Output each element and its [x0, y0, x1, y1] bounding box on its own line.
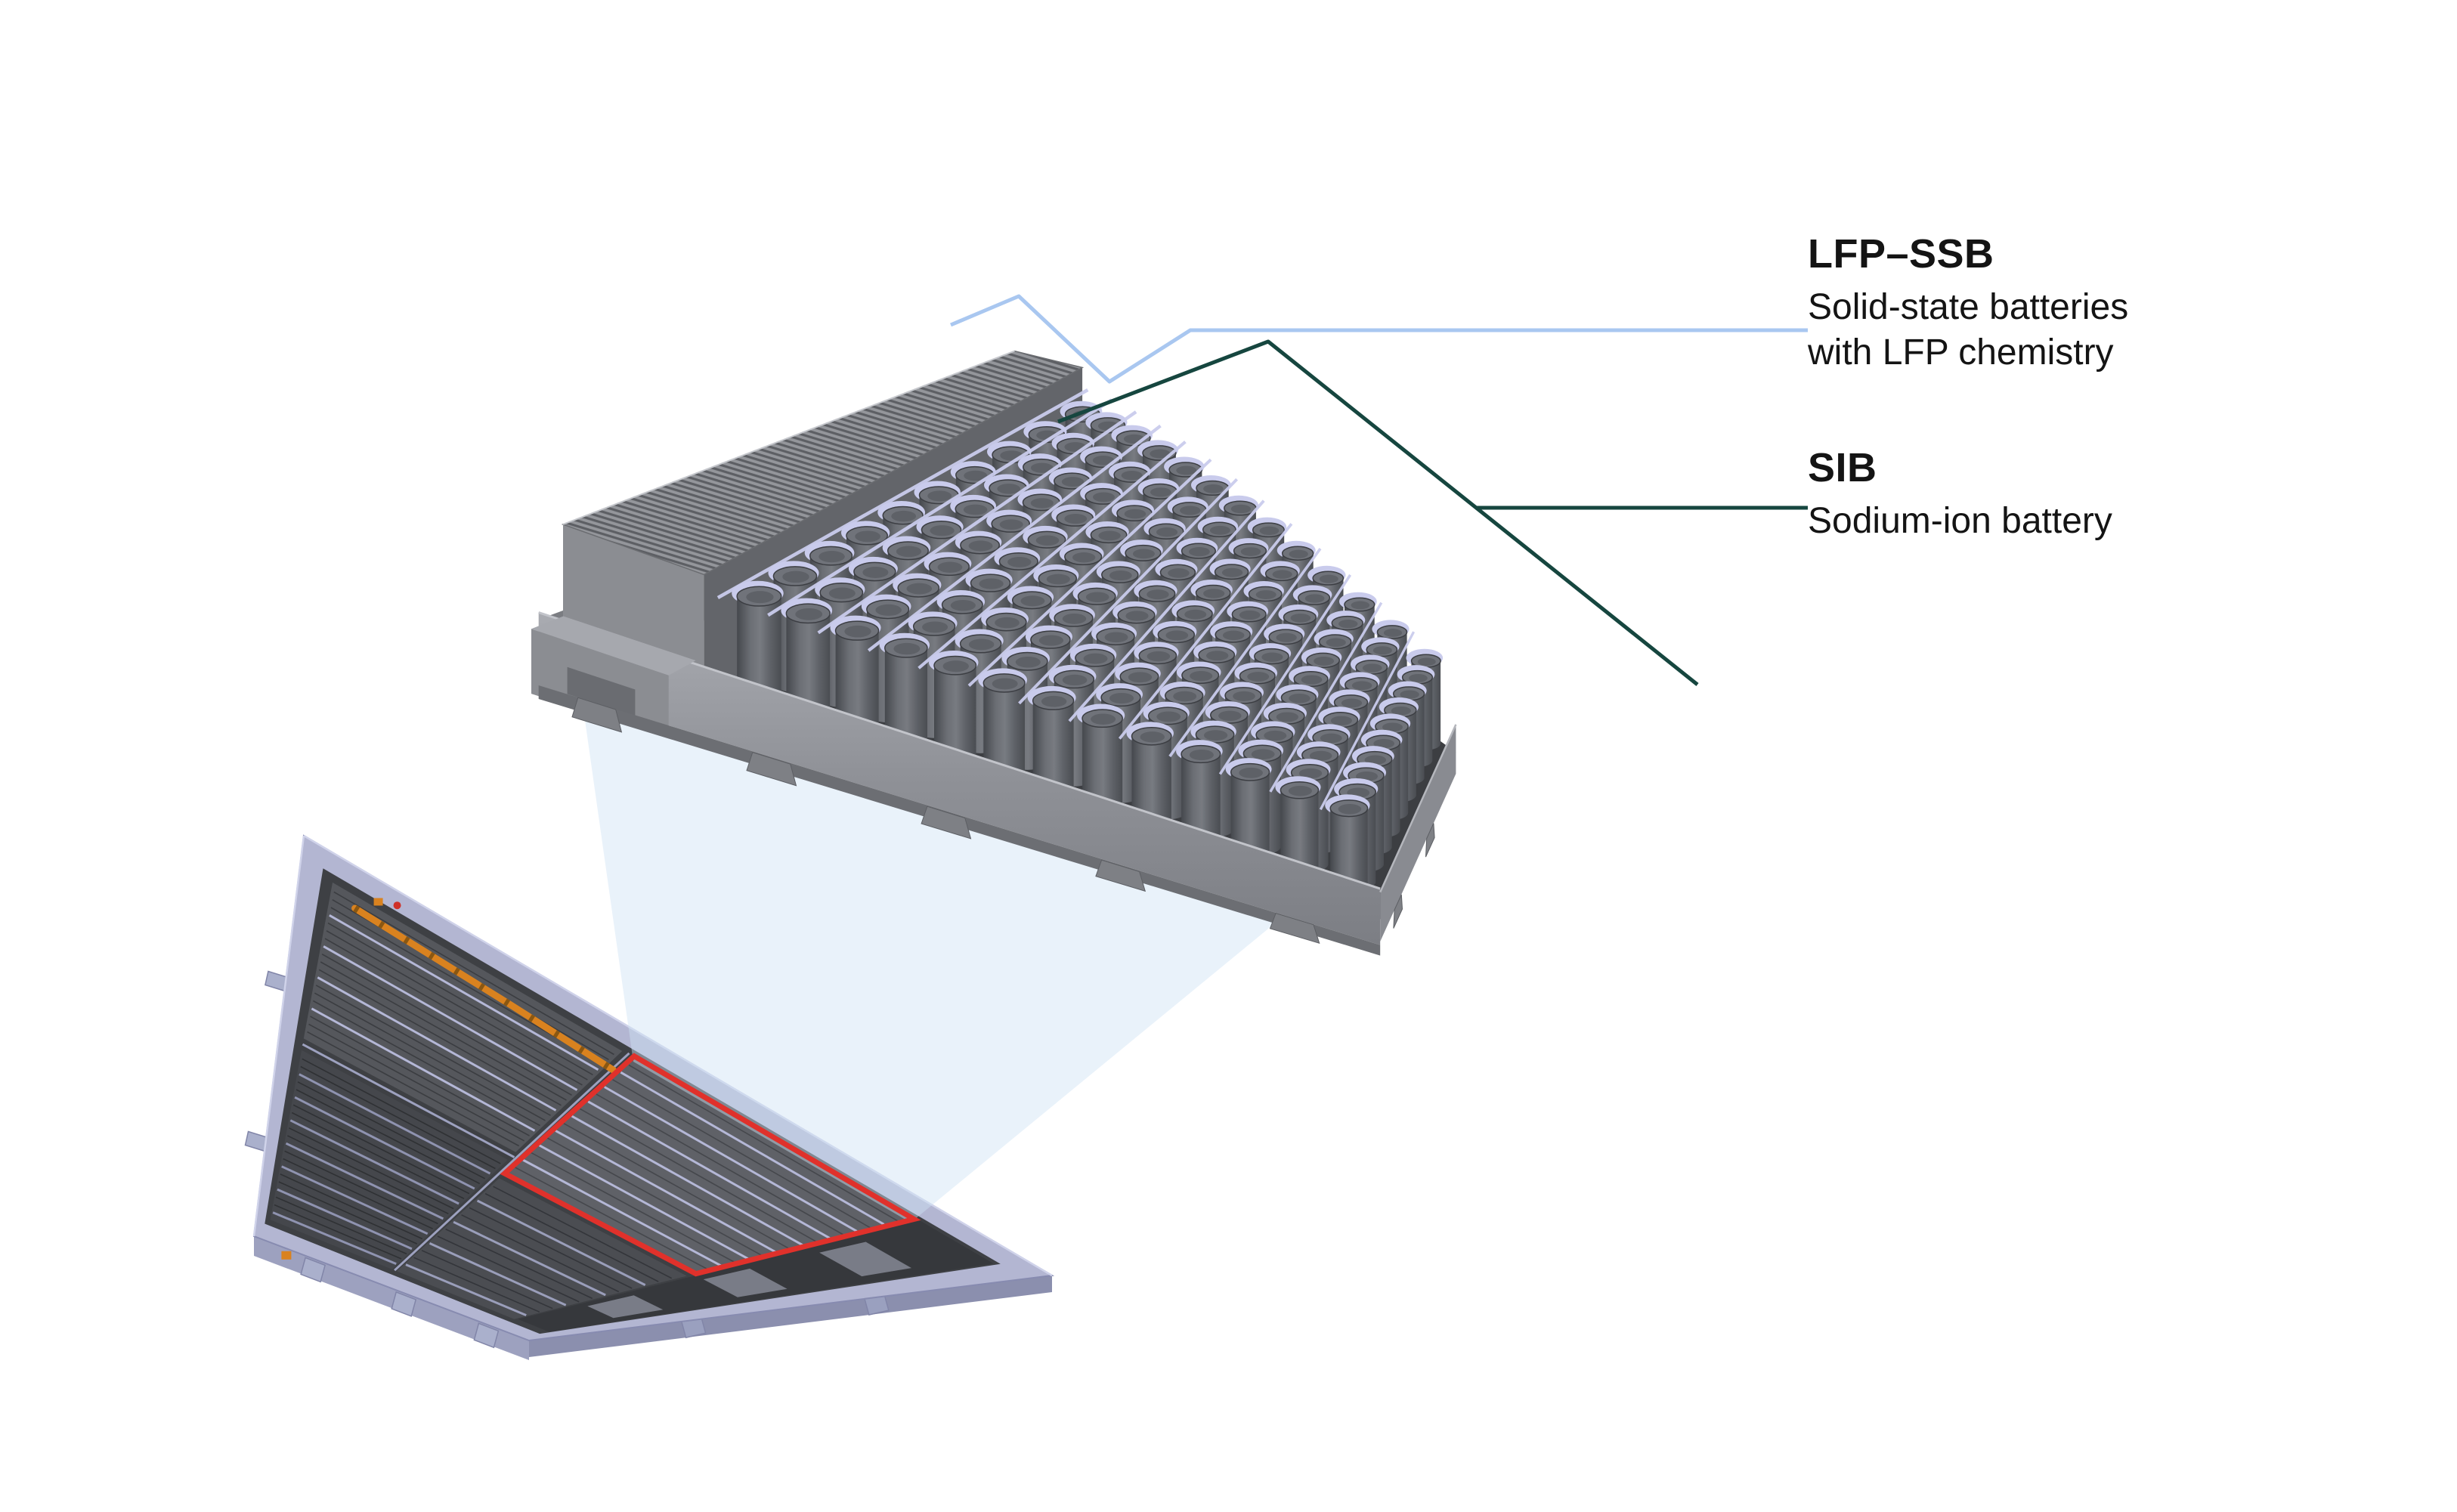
- pack-overview: [244, 834, 1055, 1360]
- leader-lines: [950, 294, 1808, 686]
- wiring-harness: [351, 898, 617, 1074]
- projection-cone: [583, 710, 1280, 1223]
- cell-rows: [716, 388, 1444, 908]
- lfp-ssb-description: Solid-state batteries with LFP chemistry: [1808, 285, 2128, 376]
- sib-callout: SIB Sodium-ion battery: [1808, 444, 2112, 544]
- lfp-ssb-description-line1: Solid-state batteries: [1808, 287, 2129, 327]
- sib-title: SIB: [1808, 445, 1877, 490]
- lfp-ssb-description-line2: with LFP chemistry: [1808, 332, 2114, 373]
- lfp-ssb-title: LFP–SSB: [1808, 231, 1994, 277]
- lfp-ssb-callout: LFP–SSB Solid-state batteries with LFP c…: [1808, 230, 2128, 376]
- module-render: [531, 350, 1457, 956]
- sib-leader-line: [1057, 339, 1808, 686]
- sib-description-line1: Sodium-ion battery: [1808, 501, 2112, 541]
- lfp-leader-line: [950, 294, 1808, 384]
- sib-description: Sodium-ion battery: [1808, 499, 2112, 544]
- red-highlight: [500, 1053, 921, 1277]
